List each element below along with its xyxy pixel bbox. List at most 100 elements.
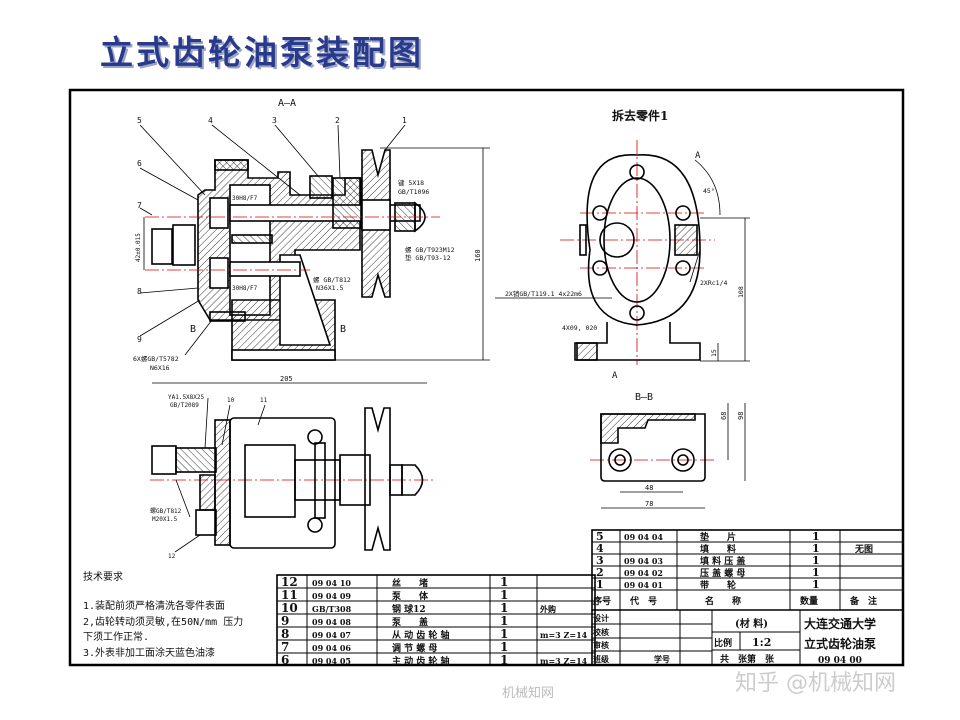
std-label: 6X螺GB/T5782 (133, 354, 179, 363)
part-row-note: 外购 (540, 604, 556, 614)
view-label-bb: B—B (635, 392, 653, 403)
part-label: 1 (402, 116, 407, 125)
part-label: 8 (137, 287, 142, 296)
header-code: 代 号 (629, 595, 657, 607)
dimensions-aa (139, 124, 490, 384)
fit-label: 30H8/F7 (232, 285, 258, 292)
part-row-no: 3 (596, 554, 604, 567)
section-aa-view: A—A (151, 98, 426, 361)
std-label: GB/T2089 (170, 402, 199, 409)
part-row-no: 4 (596, 542, 604, 555)
std-label: M20X1.5 (152, 516, 178, 523)
header-no: 序号 (593, 595, 611, 607)
part-row-code: 09 04 04 (624, 532, 663, 542)
drawing-frame (68, 88, 905, 667)
part-row-code: 09 04 09 (312, 591, 351, 601)
part-row-code: 09 04 03 (624, 556, 663, 566)
table-header: 序号 代 号 名 称 数量 备 注 (593, 595, 877, 607)
aa-annotations: 5 4 3 2 1 6 7 8 9 30H8/F7 30H8/F7 42±0.0… (133, 116, 482, 383)
part-row-name: 泵 盖 (392, 616, 428, 628)
tech-item: 3.外表非加工面涂天蓝色油漆 (83, 646, 215, 659)
watermark-center: 机械知网 (502, 686, 555, 701)
top-view (151, 407, 424, 551)
part-row-name: 填 料 压 盖 (700, 555, 745, 567)
tech-heading: 技术要求 (83, 570, 123, 583)
part-label: 5 (137, 116, 142, 125)
part-label: 3 (272, 116, 277, 125)
tech-item: 2,齿轮转动须灵敏,在50N/mm 压力 (83, 615, 243, 628)
part-row-qty: 1 (500, 575, 508, 589)
cut-label: B (190, 324, 196, 335)
part-row-no: 11 (281, 588, 298, 602)
tech-requirements: 技术要求 1.装配前须严格清洗各零件表面 2,齿轮转动须灵敏,在50N/mm 压… (83, 570, 243, 659)
sheets-label: 共 张第 张 (720, 653, 775, 665)
part-row-qty: 1 (812, 554, 820, 567)
part-row-code: 09 04 10 (312, 578, 351, 588)
dim-label: 42±0.015 (135, 233, 142, 262)
design-label: 设计 (593, 613, 609, 623)
part-label: 11 (260, 397, 268, 404)
page-title: 立式齿轮油泵装配图 (100, 33, 424, 72)
part-row-code: 09 04 02 (624, 568, 663, 578)
bb-annotations: 48 78 68 98 (645, 412, 745, 508)
part-label: 2 (335, 116, 340, 125)
std-label: 2XRc1/4 (700, 279, 727, 287)
section-bb-view: B—B (600, 392, 706, 482)
part-label: 7 (137, 201, 142, 210)
std-label: 螺 GB/T812 (313, 275, 351, 284)
part-row-no: 9 (281, 614, 289, 628)
bolt-holes (592, 164, 691, 321)
dim-label: 68 (720, 412, 728, 420)
header-name: 名 称 (705, 595, 741, 607)
part-row-name: 带 轮 (700, 579, 736, 591)
dim-label: 48 (645, 484, 653, 492)
tech-item: 下须工作正常. (83, 630, 149, 643)
scale-label: 比例 (714, 637, 732, 649)
angle-label: 45° (703, 187, 715, 195)
part-row-code: 09 04 05 (312, 656, 351, 666)
drawing-name: 立式齿轮油泵 (804, 636, 876, 651)
std-label: 螺 GB/T923M12 (405, 245, 455, 254)
part-row-qty: 1 (812, 530, 820, 543)
school-name: 大连交通大学 (804, 616, 876, 631)
header-qty: 数量 (800, 595, 818, 607)
std-label: N36X1.5 (316, 284, 343, 292)
view-label-aa: A—A (278, 98, 296, 109)
part-row-note: m=3 Z=14 (540, 656, 588, 666)
part-row-code: 09 04 07 (312, 630, 351, 640)
cut-label: A (612, 371, 618, 381)
class-label: 班级 (593, 654, 610, 664)
part-row-name: 主 动 齿 轮 轴 (392, 655, 450, 667)
std-label: 键 5X18 (398, 178, 424, 187)
part-row-no: 10 (281, 601, 298, 615)
part-row-qty: 1 (500, 627, 508, 641)
part-row-code: 09 04 08 (312, 617, 351, 627)
part-row-qty: 1 (812, 566, 820, 579)
part-row-qty: 1 (812, 542, 820, 555)
part-row-name: 调 节 螺 母 (392, 642, 437, 654)
dim-label: 160 (474, 249, 482, 262)
part-label: 6 (137, 159, 142, 168)
tech-item: 1.装配前须严格清洗各零件表面 (83, 599, 225, 612)
dim-label: 108 (737, 286, 745, 298)
drawing-number: 09 04 00 (818, 656, 862, 666)
std-label: 垫 GB/T93-12 (405, 253, 451, 262)
top-view-annotations: YA1.5X8X25 GB/T2089 10 11 12 螺GB/T812 M2… (150, 394, 268, 560)
part-row-no: 7 (281, 640, 289, 654)
part-row-code: GB/T308 (312, 604, 352, 614)
part-row-no: 1 (596, 578, 604, 591)
std-label: YA1.5X8X25 (168, 394, 205, 401)
cut-label: A (695, 151, 701, 161)
part-row-qty: 1 (500, 653, 508, 667)
part-row-note: 无图 (854, 544, 873, 555)
part-row-no: 8 (281, 627, 289, 641)
std-label: 4X09, 020 (562, 324, 597, 332)
part-label: 9 (137, 335, 142, 344)
check-label: 校核 (593, 627, 609, 637)
dim-label: 15 (710, 349, 718, 357)
part-row-name: 钢 球12 (392, 603, 426, 615)
watermark-right: 知乎 @机械知网 (735, 671, 896, 696)
dim-label: 98 (737, 412, 745, 420)
scale-value: 1:2 (752, 636, 771, 649)
